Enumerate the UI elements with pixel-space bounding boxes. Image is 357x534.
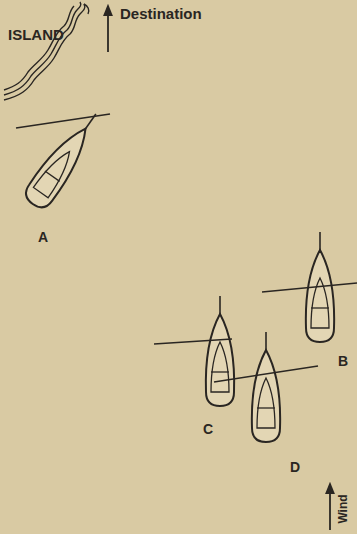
island-coast xyxy=(4,2,89,100)
wind-arrow xyxy=(329,488,331,530)
boat-label: A xyxy=(38,230,48,244)
wind-label: Wind xyxy=(337,494,349,523)
destination-arrow xyxy=(107,10,109,52)
sail-line xyxy=(154,339,232,344)
boat-a xyxy=(21,106,107,212)
boat-c xyxy=(206,296,234,406)
boat-label: D xyxy=(290,460,300,474)
boat-label: C xyxy=(203,422,213,436)
place-label: ISLAND xyxy=(8,27,64,42)
sail-line xyxy=(16,114,110,128)
direction-label: Destination xyxy=(120,6,202,21)
boat-d xyxy=(252,332,280,442)
boat-label: B xyxy=(338,354,348,368)
sail-line xyxy=(214,366,318,382)
sail-line xyxy=(262,283,357,292)
